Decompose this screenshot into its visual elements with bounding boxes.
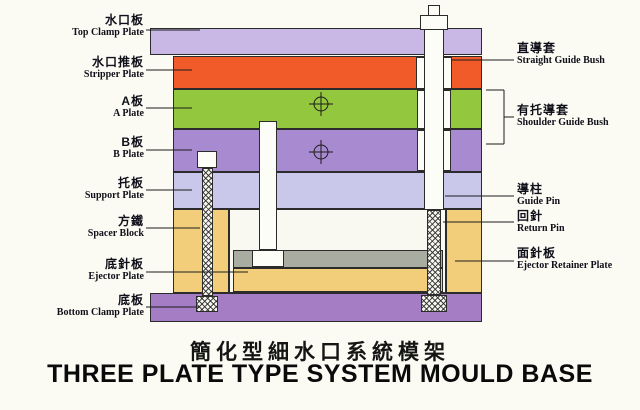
- support-bolt-shaft: [202, 168, 213, 296]
- label-shoulder-guide-bush: 有托導套 Shoulder Guide Bush: [517, 104, 638, 129]
- spacer-block-right: [446, 209, 482, 293]
- label-guide-pin-en: Guide Pin: [517, 196, 561, 207]
- label-straight-guide-bush-en: Straight Guide Bush: [517, 55, 605, 66]
- label-stripper-plate-en: Stripper Plate: [83, 69, 144, 80]
- label-straight-guide-bush-zh: 直導套: [517, 41, 557, 55]
- guide-pin-body: [424, 29, 444, 210]
- label-ejector-retainer-plate-zh: 面針板: [517, 246, 557, 260]
- diagram-title-english: THREE PLATE TYPE SYSTEM MOULD BASE: [47, 360, 593, 388]
- label-bottom-clamp-plate-zh: 底板: [117, 293, 144, 307]
- label-stripper-plate-zh: 水口推板: [91, 55, 144, 69]
- label-support-plate-zh: 托板: [117, 176, 144, 190]
- support-bolt-head-top: [197, 151, 217, 168]
- label-straight-guide-bush: 直導套 Straight Guide Bush: [517, 42, 638, 67]
- label-bottom-clamp-plate: 底板 Bottom Clamp Plate: [2, 294, 144, 319]
- label-spacer-block: 方鐵 Spacer Block: [2, 215, 144, 240]
- label-ejector-retainer-plate: 面針板 Ejector Retainer Plate: [517, 247, 638, 272]
- support-bolt-head-bottom: [196, 296, 218, 312]
- label-bottom-clamp-plate-en: Bottom Clamp Plate: [56, 307, 144, 318]
- label-ejector-retainer-plate-en: Ejector Retainer Plate: [517, 260, 613, 271]
- ejector-retainer-plate: [233, 250, 443, 268]
- label-shoulder-guide-bush-zh: 有托導套: [517, 103, 570, 117]
- label-top-clamp-plate-en: Top Clamp Plate: [72, 27, 144, 38]
- return-pin-head: [421, 295, 447, 312]
- label-b-plate-en: B Plate: [113, 149, 144, 160]
- label-a-plate-zh: A板: [121, 94, 144, 108]
- label-guide-pin: 導柱 Guide Pin: [517, 183, 638, 208]
- label-return-pin: 回針 Return Pin: [517, 210, 638, 235]
- label-support-plate: 托板 Support Plate: [2, 177, 144, 202]
- label-a-plate-en: A Plate: [113, 108, 144, 119]
- ejector-plate: [233, 268, 443, 292]
- diagram-title-chinese: 簡化型細水口系統模架: [190, 341, 450, 364]
- label-stripper-plate: 水口推板 Stripper Plate: [2, 56, 144, 81]
- label-spacer-block-en: Spacer Block: [87, 228, 144, 239]
- label-support-plate-en: Support Plate: [84, 190, 144, 201]
- sprue-puller-base: [252, 250, 284, 267]
- sprue-puller-shaft: [259, 121, 277, 250]
- label-return-pin-zh: 回針: [517, 209, 544, 223]
- label-top-clamp-plate: 水口板 Top Clamp Plate: [2, 14, 144, 39]
- label-a-plate: A板 A Plate: [2, 95, 144, 120]
- label-b-plate-zh: B板: [121, 135, 144, 149]
- spacer-block-left: [173, 209, 229, 293]
- label-top-clamp-plate-zh: 水口板: [104, 13, 144, 27]
- return-pin-shaft: [427, 210, 441, 295]
- label-return-pin-en: Return Pin: [517, 223, 565, 234]
- label-guide-pin-zh: 導柱: [517, 182, 544, 196]
- label-spacer-block-zh: 方鐵: [117, 214, 144, 228]
- label-ejector-plate: 底針板 Ejector Plate: [2, 258, 144, 283]
- label-b-plate: B板 B Plate: [2, 136, 144, 161]
- guide-pin-collar: [420, 15, 448, 30]
- label-shoulder-guide-bush-en: Shoulder Guide Bush: [517, 117, 609, 128]
- label-ejector-plate-en: Ejector Plate: [88, 271, 144, 282]
- label-ejector-plate-zh: 底針板: [104, 257, 144, 271]
